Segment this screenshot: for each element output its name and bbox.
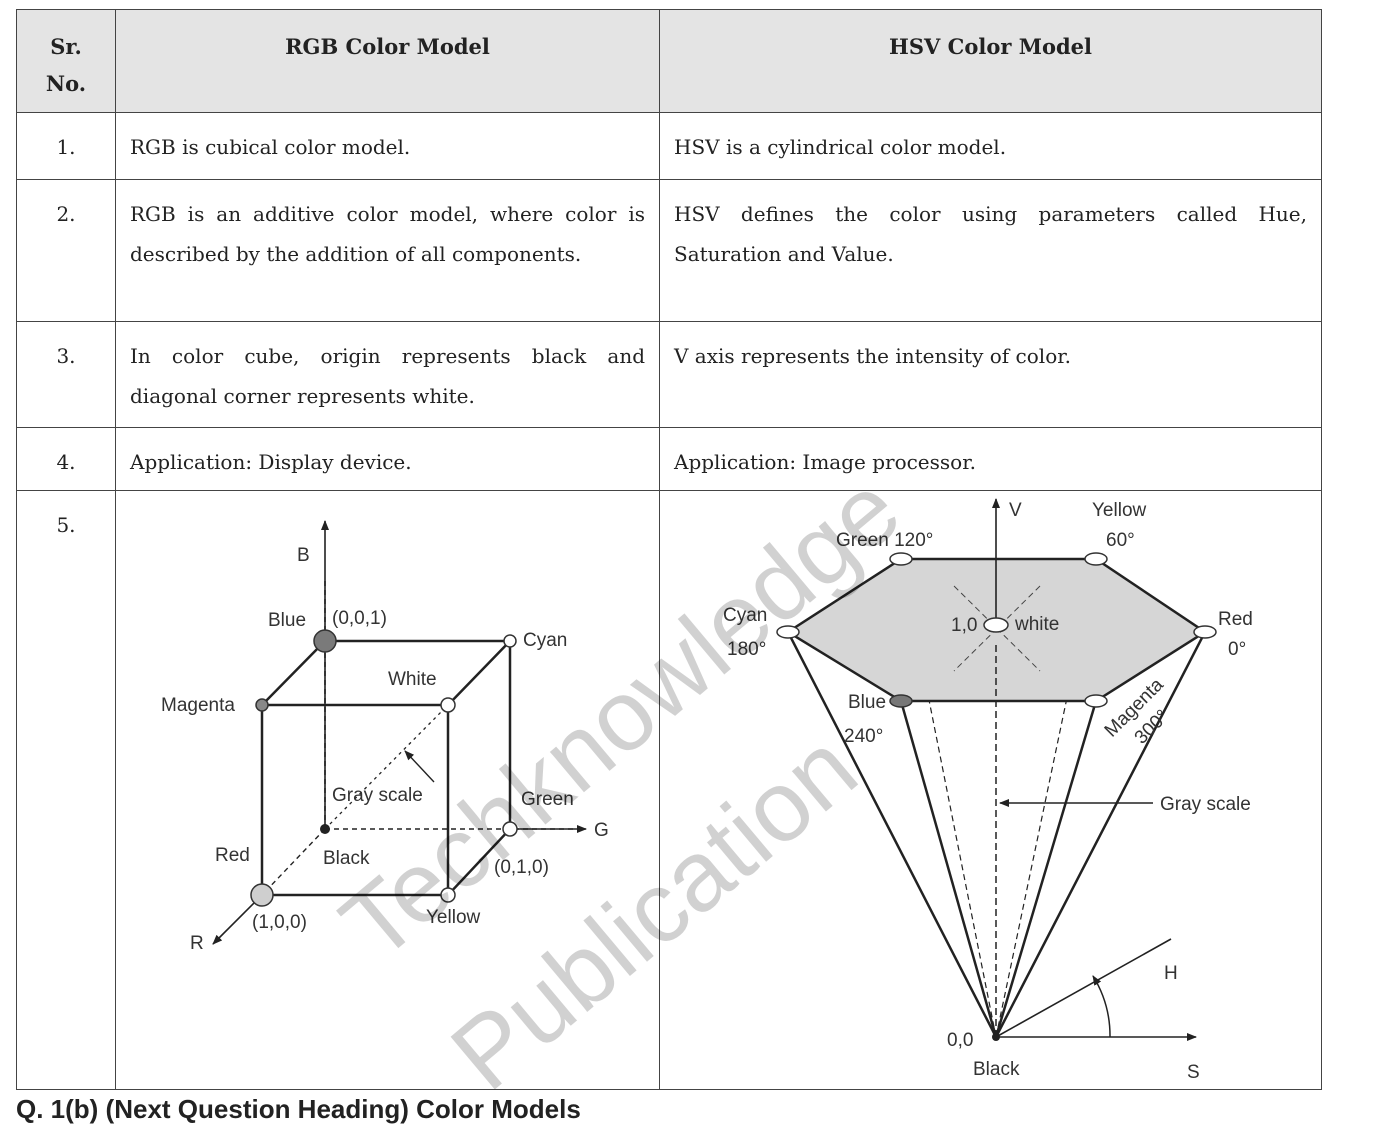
- rgb-cell: In color cube, origin represents black a…: [115, 321, 660, 428]
- rgb-cell: RGB is cubical color model.: [115, 112, 660, 180]
- white-coord-label: 1,0: [951, 615, 977, 636]
- blue-coord-label: (0,0,1): [332, 608, 387, 629]
- green-coord-label: (0,1,0): [494, 857, 549, 878]
- s-axis-label: S: [1187, 1062, 1200, 1083]
- row-number: 2.: [16, 179, 116, 322]
- cyan-degree: 180°: [727, 639, 766, 660]
- black-vertex: [320, 824, 330, 834]
- h-reference-line: [995, 938, 1172, 1038]
- gray-scale-pointer: [404, 750, 435, 783]
- magenta-label: Magenta: [161, 695, 235, 716]
- yellow-vertex: [440, 887, 456, 903]
- comparison-table: Sr. No. RGB Color Model HSV Color Model …: [16, 9, 1322, 1090]
- table-row: 4. Application: Display device. Applicat…: [16, 427, 1322, 491]
- hsv-cell: HSV is a cylindrical color model.: [659, 112, 1322, 180]
- gray-scale-label: Gray scale: [1160, 794, 1251, 815]
- red-label: Red: [1218, 609, 1253, 630]
- rgb-cube-cell: B Blue (0,0,1) Cyan White Magenta Gray s…: [115, 490, 660, 1090]
- blue-vertex: [313, 629, 337, 653]
- rgb-cell: Application: Display device.: [115, 427, 660, 491]
- yellow-vertex: [1084, 552, 1108, 566]
- magenta-vertex: [255, 698, 269, 712]
- hue-angle-arc: [1092, 975, 1111, 1038]
- red-degree: 0°: [1228, 639, 1246, 660]
- header-rgb: RGB Color Model: [115, 9, 660, 113]
- green-vertex: [502, 821, 518, 837]
- green-label: Green: [521, 789, 574, 810]
- hsv-hexcone-cell: V Yellow 60° Green 120° Cyan 180° 1,0 wh…: [659, 490, 1322, 1090]
- yellow-label: Yellow: [426, 907, 481, 928]
- header-sr-no: Sr. No.: [16, 9, 116, 113]
- red-vertex: [1193, 625, 1217, 639]
- yellow-label: Yellow: [1092, 500, 1147, 521]
- cyan-label: Cyan: [523, 630, 567, 651]
- cyan-vertex: [776, 625, 800, 639]
- table-header-row: Sr. No. RGB Color Model HSV Color Model: [16, 9, 1322, 113]
- blue-degree: 240°: [844, 726, 883, 747]
- cyan-label: Cyan: [723, 605, 767, 626]
- white-label: white: [1014, 614, 1059, 635]
- table-row: 1. RGB is cubical color model. HSV is a …: [16, 112, 1322, 180]
- header-hsv: HSV Color Model: [659, 9, 1322, 113]
- table-row-diagrams: 5.: [16, 490, 1322, 1090]
- hsv-hexcone-diagram: V Yellow 60° Green 120° Cyan 180° 1,0 wh…: [723, 498, 1253, 1083]
- row-number: 4.: [16, 427, 116, 491]
- rgb-cube-diagram: B Blue (0,0,1) Cyan White Magenta Gray s…: [161, 520, 609, 954]
- red-vertex: [250, 883, 274, 907]
- gray-scale-diagonal: [324, 704, 449, 830]
- black-label: Black: [323, 848, 370, 869]
- white-point: [983, 617, 1009, 633]
- table-row: 2. RGB is an additive color model, where…: [16, 179, 1322, 322]
- green-label: Green 120°: [836, 530, 933, 551]
- green-vertex: [889, 552, 913, 566]
- red-label: Red: [215, 845, 250, 866]
- cyan-vertex: [503, 634, 517, 648]
- rgb-cell: RGB is an additive color model, where co…: [115, 179, 660, 322]
- row-number: 5.: [16, 490, 116, 1090]
- blue-vertex: [889, 694, 913, 708]
- yellow-degree: 60°: [1106, 530, 1135, 551]
- r-axis-label: R: [190, 933, 204, 954]
- row-number: 1.: [16, 112, 116, 180]
- hsv-cell: HSV defines the color using parameters c…: [659, 179, 1322, 322]
- gray-scale-label: Gray scale: [332, 785, 423, 806]
- g-axis-label: G: [594, 820, 609, 841]
- b-axis-label: B: [297, 545, 310, 566]
- black-label: Black: [973, 1059, 1020, 1080]
- v-axis-label: V: [1009, 500, 1022, 521]
- white-label: White: [388, 669, 437, 690]
- blue-label: Blue: [268, 610, 306, 631]
- origin-label: 0,0: [947, 1030, 973, 1051]
- red-coord-label: (1,0,0): [252, 912, 307, 933]
- blue-label: Blue: [848, 692, 886, 713]
- hsv-cell: Application: Image processor.: [659, 427, 1322, 491]
- white-vertex: [440, 697, 456, 713]
- r-axis-hidden: [261, 828, 326, 896]
- h-axis-label: H: [1164, 963, 1178, 984]
- table-row: 3. In color cube, origin represents blac…: [16, 321, 1322, 428]
- row-number: 3.: [16, 321, 116, 428]
- magenta-vertex: [1084, 694, 1108, 708]
- hsv-cell: V axis represents the intensity of color…: [659, 321, 1322, 428]
